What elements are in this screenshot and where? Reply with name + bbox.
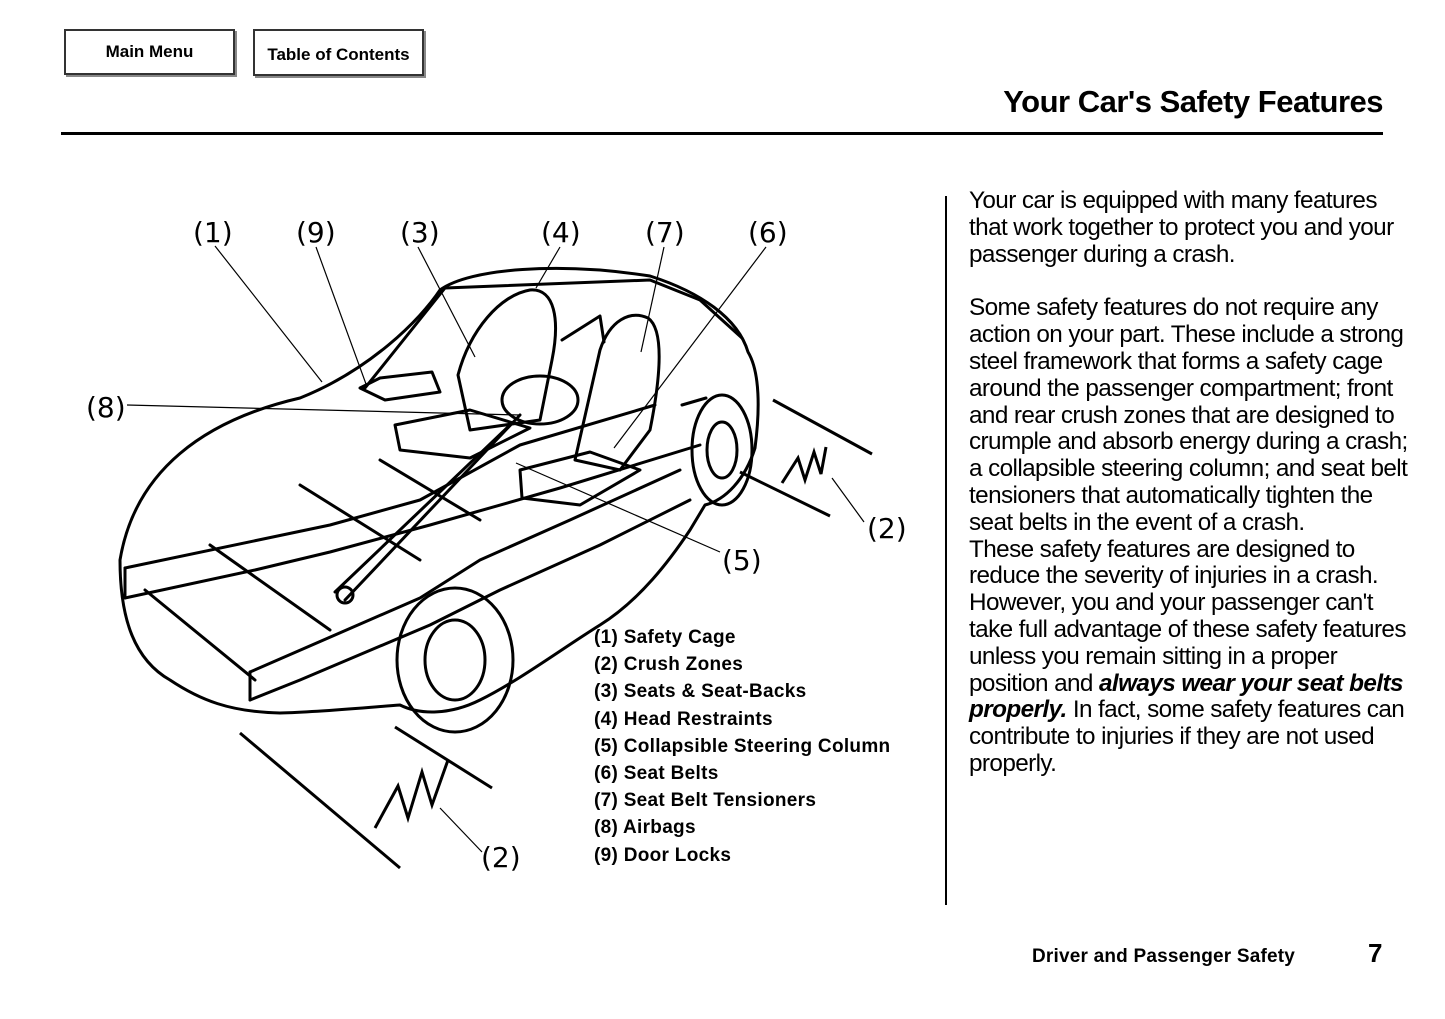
- frame-rail: [123, 403, 657, 570]
- seat-cushion: [518, 450, 642, 507]
- warning-text: These safety features are designed to re…: [969, 535, 1406, 697]
- warning-emphasis: always wear your seat belts properly.: [969, 669, 1403, 724]
- seat-right: [573, 313, 661, 472]
- page-number: 7: [1368, 938, 1383, 968]
- main-menu-button[interactable]: Main Menu: [64, 29, 235, 75]
- frame-rail: [123, 443, 702, 600]
- features-paragraph: Some safety features do not require any …: [969, 294, 1408, 536]
- leader-line-2-bottom: [439, 807, 483, 853]
- callout-2-right: (2): [867, 512, 907, 545]
- crush-zone-right-line: [739, 470, 831, 518]
- leader-line-8: [126, 404, 521, 416]
- cross-member: [143, 588, 257, 682]
- legend-item: (1) Safety Cage: [594, 627, 736, 648]
- leader-line-6: [613, 246, 767, 449]
- steering-wheel: [500, 374, 580, 426]
- crush-zone-bottom-zigzag: [373, 759, 450, 829]
- seat-left: [456, 288, 558, 432]
- legend-item: (5) Collapsible Steering Column: [594, 735, 891, 757]
- cross-member: [298, 483, 422, 562]
- cross-member: [208, 543, 332, 632]
- rear-wheel: [690, 393, 754, 507]
- leader-line-9: [315, 246, 367, 385]
- frame-rail: [248, 498, 692, 702]
- legend-item: (7) Seat Belt Tensioners: [594, 790, 817, 812]
- leader-line-5: [515, 462, 721, 553]
- warning-text-end: In fact, some safety features can contri…: [969, 696, 1405, 777]
- leader-line-4: [535, 246, 561, 289]
- legend-item: (3) Seats & Seat-Backs: [594, 681, 807, 703]
- leader-line-7: [640, 246, 665, 353]
- leader-line-3: [417, 246, 476, 358]
- callout-5: (5): [722, 544, 762, 577]
- page-title: Your Car's Safety Features: [1003, 84, 1383, 119]
- frame-rail: [248, 468, 682, 674]
- table-of-contents-button[interactable]: Table of Contents: [253, 29, 424, 76]
- legend-item: (9) Door Locks: [594, 844, 732, 866]
- cross-member: [378, 458, 482, 522]
- callout-2-bottom: (2): [481, 841, 521, 874]
- steering-column: [343, 413, 522, 602]
- body-text: Your car is equipped with many features …: [969, 187, 1409, 778]
- callout-8: (8): [86, 391, 126, 424]
- leader-line-1: [214, 245, 323, 383]
- column-divider: [945, 196, 947, 905]
- legend-item: (8) Airbags: [594, 817, 696, 839]
- legend-item: (2) Crush Zones: [594, 654, 744, 676]
- car-safety-diagram: (1) (9) (3) (4) (7) (6) (8) (2) (5) (2): [86, 216, 907, 874]
- legend-item: (6) Seat Belts: [594, 762, 719, 784]
- callout-6: (6): [748, 216, 788, 249]
- callout-4: (4): [541, 216, 581, 249]
- front-wheel: [395, 586, 515, 734]
- seat-cushion: [393, 408, 532, 460]
- callout-3: (3): [400, 216, 440, 249]
- crush-zone-right-line: [772, 398, 873, 456]
- diagram-legend: (1) Safety Cage (2) Crush Zones (3) Seat…: [594, 624, 890, 869]
- warning-paragraph: These safety features are designed to re…: [969, 535, 1409, 778]
- callout-9: (9): [296, 216, 336, 249]
- callout-7: (7): [645, 216, 685, 249]
- callout-1: (1): [193, 216, 233, 249]
- leader-line-2-right: [831, 477, 865, 523]
- legend-item: (4) Head Restraints: [594, 708, 773, 730]
- crush-zone-bottom-line: [394, 725, 493, 790]
- car-body-outline: [118, 267, 760, 715]
- crush-zone-bottom-line: [239, 731, 401, 870]
- title-divider: [61, 132, 1383, 135]
- crush-zone-right-zigzag: [780, 446, 828, 485]
- footer-section-title: Driver and Passenger Safety: [1032, 946, 1296, 967]
- windshield-frame: [363, 278, 744, 390]
- intro-paragraph: Your car is equipped with many features …: [969, 187, 1394, 268]
